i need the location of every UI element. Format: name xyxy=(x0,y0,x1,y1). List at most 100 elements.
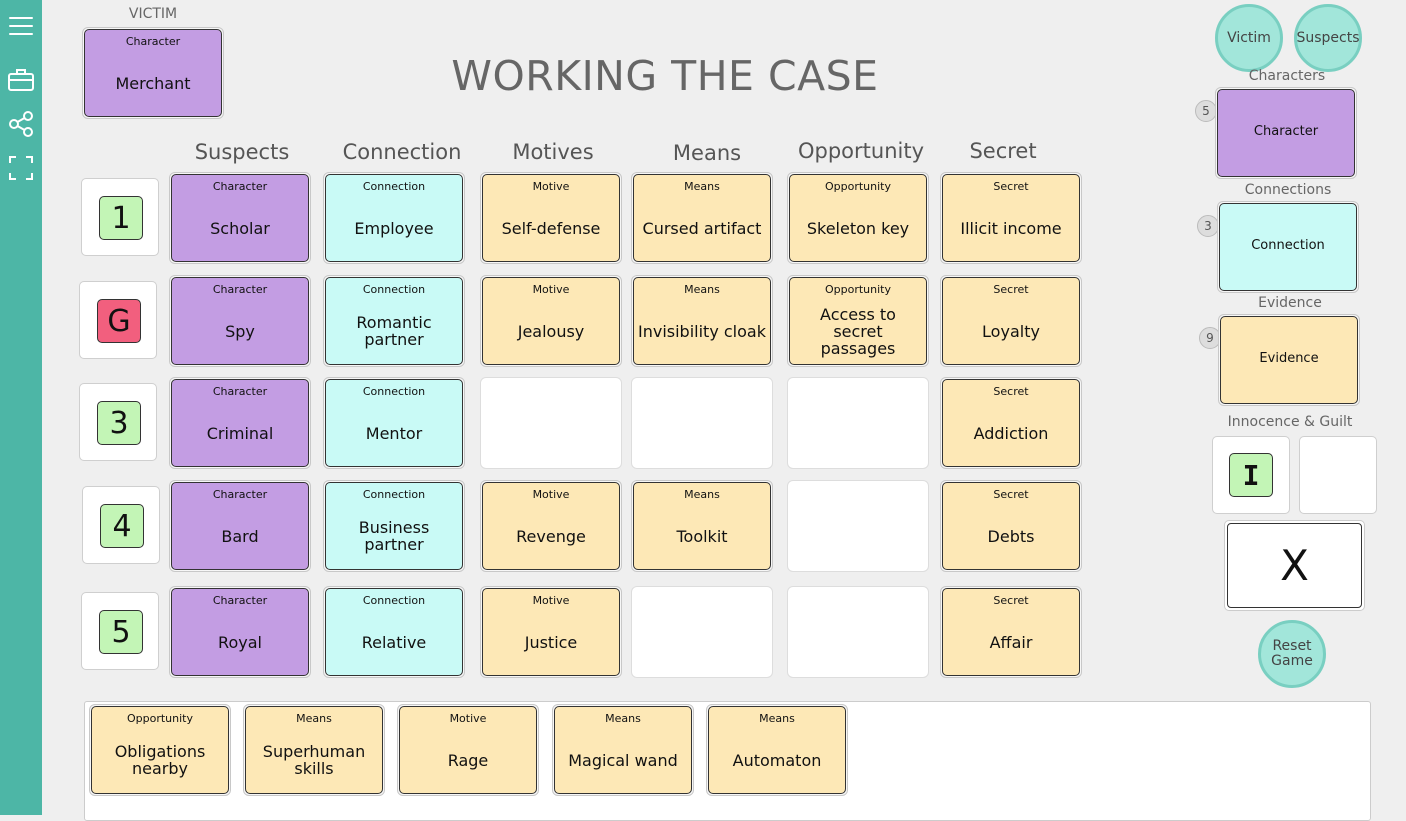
briefcase-icon[interactable] xyxy=(7,66,35,94)
suspects-button[interactable]: Suspects xyxy=(1294,4,1362,72)
victim-card[interactable]: Character Merchant xyxy=(84,29,222,117)
deck-characters[interactable]: Character xyxy=(1215,87,1357,179)
deck-label-characters: Characters xyxy=(1248,68,1326,84)
rank-tile[interactable]: 3 xyxy=(97,401,141,445)
card-name: Skeleton key xyxy=(806,218,910,238)
grid-cell-opportunity[interactable] xyxy=(787,480,929,572)
fullscreen-icon[interactable] xyxy=(7,154,35,182)
rank-slot: 5 xyxy=(81,592,159,670)
card-name: Criminal xyxy=(206,423,274,443)
victim-button[interactable]: Victim xyxy=(1215,4,1283,72)
grid-cell-motive[interactable] xyxy=(480,377,622,469)
card-name: Justice xyxy=(524,632,578,652)
discard-box[interactable]: X xyxy=(1224,520,1365,611)
card-name: Illicit income xyxy=(960,218,1062,238)
innocence-guilt-label: Innocence & Guilt xyxy=(1227,414,1353,430)
card-type: Means xyxy=(605,712,641,725)
rank-tile[interactable]: 5 xyxy=(99,610,143,654)
rank-tile[interactable]: 1 xyxy=(99,196,143,240)
grid-cell-means[interactable] xyxy=(631,377,773,469)
column-header-opportunity: Opportunity xyxy=(797,139,925,163)
card-type: Means xyxy=(684,283,720,296)
card-type: Connection xyxy=(362,488,426,501)
grid-cell-opportunity[interactable] xyxy=(787,377,929,469)
card-type: Opportunity xyxy=(126,712,193,725)
deck-card[interactable]: Character xyxy=(1217,89,1355,177)
deck-card[interactable]: Evidence xyxy=(1220,316,1358,404)
card-type: Connection xyxy=(362,385,426,398)
victim-slot: Character Merchant xyxy=(82,27,224,119)
deck-card[interactable]: Connection xyxy=(1219,203,1357,291)
grid-cell-opportunity[interactable] xyxy=(787,586,929,678)
rank-tile[interactable]: 4 xyxy=(100,504,144,548)
guilt-slot[interactable] xyxy=(1299,436,1377,514)
card-name: Royal xyxy=(218,632,262,652)
guilty-tile[interactable]: G xyxy=(97,299,141,343)
card-type: Secret xyxy=(993,283,1029,296)
deck-connections[interactable]: Connection xyxy=(1217,201,1359,293)
card-name: Character xyxy=(1253,123,1319,139)
deck-evidence[interactable]: Evidence xyxy=(1218,314,1360,406)
reset-game-button[interactable]: Reset Game xyxy=(1258,620,1326,688)
innocence-tile[interactable]: I xyxy=(1229,453,1273,497)
menu-icon[interactable] xyxy=(7,12,35,40)
share-icon[interactable] xyxy=(7,110,35,138)
page-title: WORKING THE CASE xyxy=(451,52,879,100)
grid-cell-means[interactable] xyxy=(631,586,773,678)
